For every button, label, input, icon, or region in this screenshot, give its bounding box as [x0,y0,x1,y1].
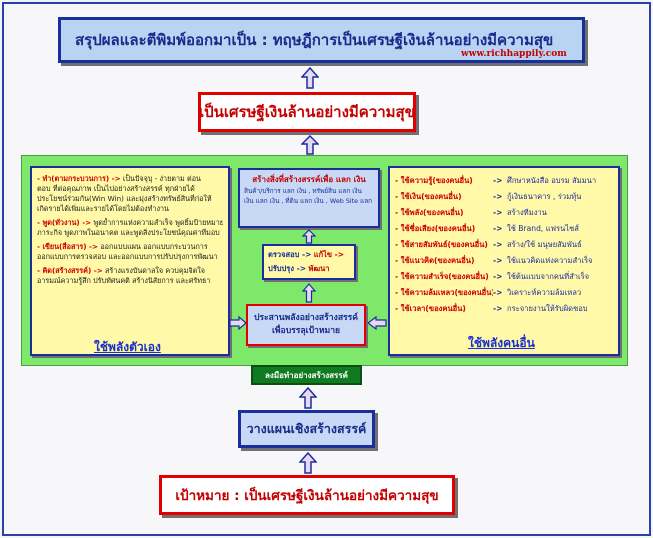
action-heading: - เขียน(สื่อสาร) -> [37,242,99,251]
review-cycle-box: ตรวจสอบ -> แก้ไข -> ปรับปรุง -> พัฒนา [262,244,356,280]
arrow-text: -> [493,256,503,265]
up-arrow-icon [302,229,316,244]
arrow-text: -> [493,304,503,313]
self-power-line: เกิดรายได้เพิ่มและรายได้โดยไม่ต้องทำงาน [37,204,223,214]
resource-name: - ใช้ความล้มเหลว(ของคนอื่น) [395,288,493,297]
action-detail: ภาระกิจ พูดภาพในอนาคต และพูดสิ่งประโยชน์… [37,228,220,237]
resource-name: - ใช้ชื่อเสียง(ของคนอื่น) [395,224,476,233]
self-power-line: ประโยชน์ร่วมกัน(Win Win) และมุ่งสร้างทรั… [37,194,223,204]
target-text: เป้าหมาย : เป็นเศรษฐีเงินล้านอย่างมีความ… [175,488,439,504]
others-power-row: - ใช้ความล้มเหลว(ของคนอื่น)-> วิเคราะห์คว… [395,285,613,301]
self-power-line: ภาระกิจ พูดภาพในอนาคต และพูดสิ่งประโยชน์… [37,228,223,238]
arrow-text: -> [493,208,503,217]
action-detail: ออกแบบการตรวจสอบ และออกแบบการปรับปรุงการ… [37,252,218,261]
create-exchange-box: สร้างสิ่งที่สร้างสรรค์เพื่อ แลก เงิน สิน… [238,168,380,228]
right-arrow-icon [229,316,247,330]
others-power-row: - ใช้เวลา(ของคนอื่น) -> กระจายงานให้รับผิด… [395,301,613,317]
review-step: ตรวจสอบ -> [268,250,312,259]
others-power-row: - ใช้ชื่อเสียง(ของคนอื่น) -> ใช้ Brand, แฟ… [395,221,613,237]
left-arrow-icon [367,316,387,330]
arrow-text: -> [493,288,503,297]
up-arrow-icon [299,452,317,474]
goal-box: เป็นเศรษฐีเงินล้านอย่างมีความสุข [198,92,416,132]
action-heading: - ทำ(ตามกระบวนการ) -> [37,174,121,183]
synergy-box: ประสานพลังอย่างสร้างสรรค์ เพื่อบรรลุเป้า… [246,304,366,346]
develop-step: พัฒนา [308,264,330,273]
arrow-text: -> [493,224,503,233]
self-power-box: - ทำ(ตามกระบวนการ) -> เป็นปัจจุบุ - ง่าย… [30,166,230,356]
action-detail: เป็นปัจจุบุ - ง่ายตาม ต่อน [120,174,201,183]
up-arrow-icon [301,67,319,89]
up-arrow-icon [302,283,316,303]
creative-plan-box: วางแผนเชิงสร้างสรรค์ [238,410,375,448]
self-power-line: ตอบ ที่ต่อคุณภาพ เป็นไปอย่างสร้างสรรค์ ท… [37,184,223,194]
others-power-row: - ใช้ความสำเร็จ(ของคนอื่น) -> ใช้ต้นแบบจาก… [395,269,613,285]
goal-text: เป็นเศรษฐีเงินล้านอย่างมีความสุข [199,103,415,121]
action-heading: - คิด(สร้างสรรค์) -> [37,266,103,275]
resource-method: ใช้แนวคิดแห่งความสำเร็จ [507,256,593,265]
self-power-label: ใช้พลังตัวเอง [94,340,161,354]
resource-name: - ใช้เวลา(ของคนอื่น) [395,304,466,313]
synergy-line: ประสานพลังอย่างสร้างสรรค์ [253,313,359,323]
resource-method: กระจายงานให้รับผิดชอบ [507,304,588,313]
title-text: สรุปผลและตีพิมพ์ออกมาเป็น : ทฤษฎีการเป็น… [75,31,554,49]
others-power-row: - ใช้สายสัมพันธ์(ของคนอื่น) -> สร้าง/ใช้ ม… [395,237,613,253]
target-box: เป้าหมาย : เป็นเศรษฐีเงินล้านอย่างมีความ… [159,475,455,515]
others-power-list: - ใช้ความรู้(ของคนอื่น) -> ศึกษาหนังสือ อบ… [395,173,613,317]
self-power-line: - ทำ(ตามกระบวนการ) -> เป็นปัจจุบุ - ง่าย… [37,174,223,184]
resource-name: - ใช้ความรู้(ของคนอื่น) [395,176,473,185]
arrow-text: -> [493,176,503,185]
create-exchange-heading: สร้างสิ่งที่สร้างสรรค์เพื่อ แลก เงิน [252,175,366,184]
resource-name: - ใช้ความสำเร็จ(ของคนอื่น) [395,272,489,281]
others-power-row: - ใช้แนวคิด(ของคนอื่น) -> ใช้แนวคิดแห่งควา… [395,253,613,269]
synergy-line: เพื่อบรรลุเป้าหมาย [271,326,341,336]
resource-method: สร้าง/ใช้ มนุษยสัมพันธ์ [507,240,582,249]
resource-name: - ใช้แนวคิด(ของคนอื่น) [395,256,475,265]
others-power-label: ใช้พลังคนอื่น [468,336,535,350]
resource-name: - ใช้สายสัมพันธ์(ของคนอื่น) [395,240,488,249]
take-action-text: ลงมือทำอย่างสร้างสรรค์ [265,370,348,380]
website-text: www.richhappily.com [461,49,567,59]
action-detail: ประโยชน์ร่วมกัน(Win Win) และมุ่งสร้างทรั… [37,194,212,203]
self-power-line: - คิด(สร้างสรรค์) -> สร้างแรงบันดาลใจ คว… [37,266,223,276]
action-detail: พูดย้ำการแห่งความสำเร็จ พูดยิ้มป้ายหมาย/ [91,218,223,227]
action-detail: ออกแบบแผน ออกแบบกระบวนการ [98,242,208,251]
take-action-box: ลงมือทำอย่างสร้างสรรค์ [251,365,362,385]
resource-method: ใช้ Brand, แฟรนไชส์ [507,224,579,233]
self-power-line: - เขียน(สื่อสาร) -> ออกแบบแผน ออกแบบกระบ… [37,242,223,252]
up-arrow-icon [299,387,317,409]
self-power-line: อารมณ์ความรู้สึก ปรับทัศนคติ สร้างนิสัยก… [37,276,223,286]
action-detail: อารมณ์ความรู้สึก ปรับทัศนคติ สร้างนิสัยก… [37,276,211,285]
action-detail: สร้างแรงบันดาลใจ ควบคุมจิตใจ [102,266,205,275]
resource-method: สร้างทีมงาน [507,208,547,217]
others-power-row: - ใช้พลัง(ของคนอื่น) -> สร้างทีมงาน [395,205,613,221]
others-power-row: - ใช้เงิน(ของคนอื่น) -> กู้เงินธนาคาร , ร่… [395,189,613,205]
action-detail: เกิดรายได้เพิ่มและรายได้โดยไม่ต้องทำงาน [37,204,169,213]
resource-name: - ใช้เงิน(ของคนอื่น) [395,192,462,201]
others-power-box: - ใช้ความรู้(ของคนอื่น) -> ศึกษาหนังสือ อบ… [388,166,620,356]
action-detail: ตอบ ที่ต่อคุณภาพ เป็นไปอย่างสร้างสรรค์ ท… [37,184,195,193]
create-exchange-line: สินค้า/บริการ แลก เงิน , ทรัพย์สิน แลก เ… [244,187,362,195]
self-power-line: ออกแบบการตรวจสอบ และออกแบบการปรับปรุงการ… [37,252,223,262]
arrow-text: -> [493,192,503,201]
improve-step: ปรับปรุง -> [268,264,307,273]
create-exchange-line: เงิน แลก เงิน , ที่ดิน แลก เงิน , Web Si… [244,197,374,205]
creative-plan-text: วางแผนเชิงสร้างสรรค์ [246,421,367,436]
fix-step: แก้ไข -> [313,250,345,259]
action-heading: - พูด(ทั่วงาน) -> [37,218,92,227]
resource-method: กู้เงินธนาคาร , ร่วมทุ้น [507,192,582,201]
arrow-text: -> [493,272,503,281]
resource-method: ศึกษาหนังสือ อบรม สัมมนา [507,176,597,185]
resource-method: ใช้ต้นแบบจากคนที่สำเร็จ [507,272,590,281]
up-arrow-icon [301,135,319,155]
arrow-text: -> [493,240,503,249]
resource-method: วิเคราะห์ความล้มเหลว [507,288,582,297]
others-power-row: - ใช้ความรู้(ของคนอื่น) -> ศึกษาหนังสือ อบ… [395,173,613,189]
self-power-list: - ทำ(ตามกระบวนการ) -> เป็นปัจจุบุ - ง่าย… [37,174,223,286]
resource-name: - ใช้พลัง(ของคนอื่น) [395,208,464,217]
title-box: สรุปผลและตีพิมพ์ออกมาเป็น : ทฤษฎีการเป็น… [58,17,585,63]
self-power-line: - พูด(ทั่วงาน) -> พูดย้ำการแห่งความสำเร็… [37,218,223,228]
